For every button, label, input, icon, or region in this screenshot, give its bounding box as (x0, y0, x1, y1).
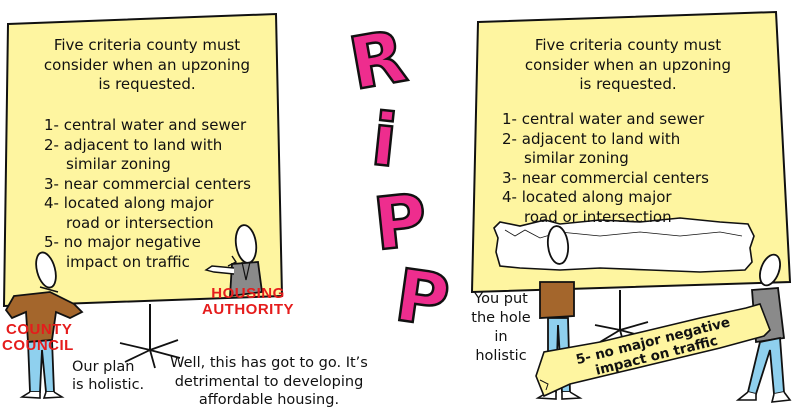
criteria-item: 3- near commercial centers (502, 169, 762, 189)
speech-line: Our plan (72, 359, 135, 375)
speech-line: the hole (471, 310, 531, 326)
heading-line: consider when an upzoning (43, 55, 251, 74)
criteria-num: 2- (44, 135, 59, 154)
speech-line: in (494, 329, 508, 345)
heading-line: is requested. (98, 75, 196, 93)
criteria-text-cont: road or intersection (524, 207, 672, 226)
criteria-num: 1- (44, 116, 59, 134)
criteria-text: located along major (521, 188, 672, 206)
criteria-text: central water and sewer (521, 110, 705, 128)
label-line: COUNTY (6, 321, 73, 338)
title-letter: P (389, 251, 455, 344)
housing-authority-label: HOUSING AUTHORITY (196, 286, 300, 318)
torn-strip (535, 303, 771, 398)
label-line: HOUSING (211, 285, 285, 302)
criteria-text: adjacent to land with (521, 129, 681, 148)
criteria-item: 1- central water and sewer (502, 110, 762, 130)
criteria-item: 2- adjacent to land with similar zoning (44, 136, 276, 175)
speech-line: is holistic. (72, 377, 145, 393)
housing-authority-figure (204, 224, 264, 298)
speech-line: detrimental to developing (174, 373, 364, 390)
criteria-text-cont: similar zoning (66, 155, 171, 173)
heading-line: consider when an upzoning (524, 55, 732, 74)
housing-speech: Well, this has got to go. It’s detriment… (154, 354, 384, 410)
criteria-text-cont: similar zoning (524, 149, 629, 167)
county-council-label: COUNTY COUNCIL (0, 322, 90, 354)
criteria-item: 1- central water and sewer (44, 116, 276, 136)
criteria-item: 4- located along major road or intersect… (502, 188, 762, 227)
criteria-text: located along major (63, 194, 214, 212)
criteria-item: 5- no major negative impact on traffic (44, 233, 276, 272)
right-poster-heading: Five criteria county must consider when … (492, 36, 764, 95)
criteria-item: 4- located along major road or intersect… (44, 194, 276, 233)
criteria-item: 3- near commercial centers (44, 175, 276, 195)
left-poster (2, 12, 284, 369)
speech-line: affordable housing. (198, 392, 340, 408)
criteria-num: 5- (44, 233, 59, 251)
criteria-text-cont: impact on traffic (66, 252, 190, 271)
criteria-num: 3- (44, 174, 59, 193)
speech-line: Well, this has got to go. It’s (170, 355, 368, 371)
speech-line: holistic (475, 348, 527, 364)
criteria-text: adjacent to land with (63, 135, 223, 154)
right-brown-figure (535, 225, 583, 400)
criteria-num: 1- (502, 110, 517, 128)
label-line: AUTHORITY (202, 301, 294, 318)
criteria-text: no major negative (63, 233, 201, 251)
criteria-text: near commercial centers (521, 168, 709, 187)
criteria-num: 2- (502, 129, 517, 148)
right-criteria-list: 1- central water and sewer 2- adjacent t… (502, 110, 762, 227)
heading-line: Five criteria county must (534, 36, 722, 54)
criteria-item: 2- adjacent to land with similar zoning (502, 130, 762, 169)
criteria-num: 4- (502, 188, 517, 206)
county-speech: Our plan is holistic. (72, 358, 162, 394)
left-criteria-list: 1- central water and sewer 2- adjacent t… (44, 116, 276, 272)
heading-line: Five criteria county must (53, 36, 241, 54)
criteria-text-cont: road or intersection (66, 213, 214, 232)
speech-line: You put (474, 291, 528, 307)
criteria-num: 3- (502, 168, 517, 187)
county-council-figure (4, 251, 84, 399)
holistic-speech: You put the hole in holistic (466, 290, 536, 366)
title-letter: P (369, 176, 433, 268)
left-poster-heading: Five criteria county must consider when … (22, 36, 272, 95)
heading-line: is requested. (579, 75, 677, 93)
criteria-num: 4- (44, 194, 59, 212)
criteria-text: near commercial centers (63, 174, 251, 193)
criteria-text: central water and sewer (63, 116, 247, 134)
label-line: COUNCIL (2, 337, 74, 354)
